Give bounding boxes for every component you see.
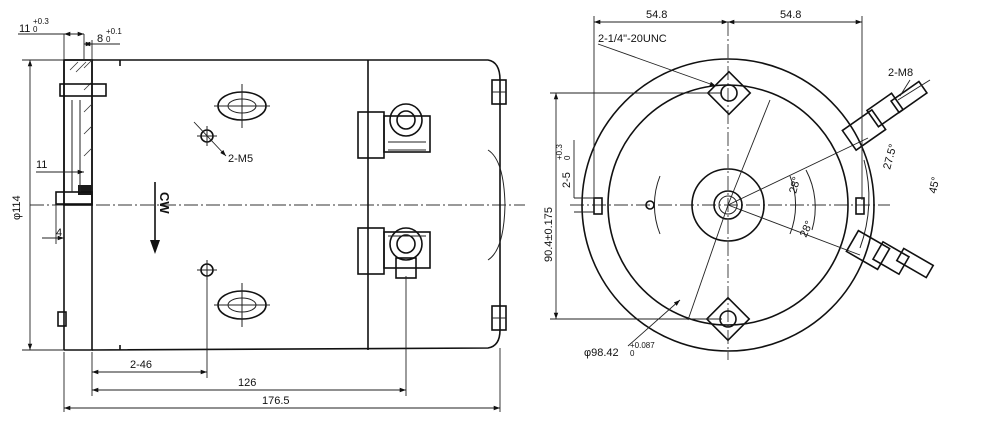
dim-54-8-right: 54.8	[780, 9, 801, 21]
terminal-post-upper	[357, 103, 431, 159]
dim-2-5-sup: +0.3	[555, 144, 564, 160]
dim-dia114: φ114	[11, 195, 23, 220]
dim-11-tol: 11	[19, 23, 30, 35]
m5-hole-lower	[197, 260, 217, 280]
dim-4: 4	[56, 227, 62, 239]
terminal-m8-upper	[841, 79, 931, 152]
dim-11-tol-sup: +0.3	[33, 17, 49, 26]
angle-arc-28	[805, 169, 816, 231]
hub-circle	[691, 168, 765, 242]
dim-2-5: 2-5	[561, 172, 573, 188]
shaft-spline	[713, 190, 743, 220]
dim-126: 126	[238, 377, 256, 389]
dowel-hole-right	[855, 197, 865, 215]
angle-28-upper: 28°	[787, 176, 803, 195]
terminal-post-lower	[357, 227, 431, 279]
m5-hole-upper	[193, 121, 227, 157]
terminal-m8-lower	[845, 229, 935, 279]
end-view: 54.8 54.8 2-1/4"-20UNC 2-M8 90.4±0.175 2…	[543, 9, 942, 360]
dim-176-5: 176.5	[262, 395, 290, 407]
dim-11-tol-sub: 0	[33, 25, 38, 34]
dim-top-left: 11 +0.3 0 8 +0.1 0	[18, 17, 122, 60]
dim-54-8: 54.8 54.8	[593, 9, 863, 200]
dim-90-4: 90.4±0.175	[543, 207, 555, 262]
m5-leader	[193, 121, 227, 157]
dim-8-tol: 8	[97, 33, 103, 45]
dim-2-46: 2-46	[130, 359, 152, 371]
brush-arc-left	[653, 175, 661, 235]
outer-circle	[581, 58, 875, 352]
angle-45: 45°	[927, 176, 942, 195]
dim-dia98-sup: +0.087	[630, 341, 655, 350]
angle-arc-45	[859, 159, 870, 249]
dim-8-tol-sub: 0	[106, 35, 111, 44]
dowel-hole-left	[593, 197, 655, 215]
label-cw: CW	[157, 192, 172, 214]
rotation-arrow: CW	[150, 182, 172, 254]
mounting-flange	[55, 59, 107, 351]
motor-housing	[91, 59, 507, 351]
brush-window-upper	[214, 84, 270, 128]
angle-28-lower: 28°	[798, 219, 816, 239]
side-view: 2-M5 CW 11 +0.3 0 8 +0.1 0	[11, 17, 525, 412]
dim-2-5-sub: 0	[563, 155, 572, 160]
dim-vertical-left: 90.4±0.175 2-5 +0.3 0	[543, 92, 722, 320]
angle-27-5: 27.5°	[881, 143, 899, 171]
dim-dia98-sub: 0	[630, 349, 635, 358]
label-2m8: 2-M8	[888, 67, 913, 79]
dim-left: φ114 11 4	[11, 59, 84, 351]
dim-11: 11	[36, 159, 47, 171]
dim-bottom: 2-46 126 176.5	[63, 276, 501, 412]
dim-8-tol-sup: +0.1	[106, 27, 122, 36]
dim-54-8-left: 54.8	[646, 9, 667, 21]
label-2m5: 2-M5	[228, 153, 253, 165]
dim-dia98: φ98.42	[584, 347, 619, 359]
brush-window-lower	[214, 283, 270, 327]
label-unc: 2-1/4"-20UNC	[598, 33, 667, 45]
